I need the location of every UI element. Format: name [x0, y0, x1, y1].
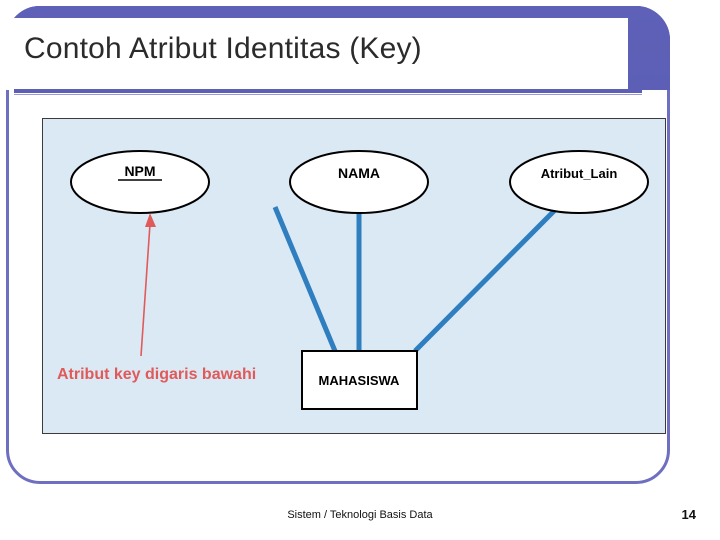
- footer-text: Sistem / Teknologi Basis Data: [287, 509, 433, 521]
- page-number: 14: [681, 507, 696, 522]
- entity-rect-mahasiswa[interactable]: [301, 350, 418, 410]
- page-title: Contoh Atribut Identitas (Key): [24, 32, 422, 65]
- attribute-ellipse-atribut-lain[interactable]: [509, 150, 649, 214]
- connector-atributlain-mahasiswa: [413, 207, 558, 353]
- title-divider: [14, 89, 642, 93]
- annotation-text: Atribut key digaris bawahi: [57, 366, 256, 383]
- attribute-ellipse-nama[interactable]: [289, 150, 429, 214]
- attribute-label-nama: NAMA: [338, 165, 380, 181]
- annotation-arrow-head-icon: [145, 213, 156, 227]
- diagram-panel: NPM NAMA Atribut_Lain MAHASISWA Atribut …: [42, 118, 666, 434]
- attribute-ellipse-npm[interactable]: [70, 150, 210, 214]
- title-divider-secondary: [14, 94, 642, 95]
- annotation-arrow-line: [140, 223, 151, 357]
- attribute-label-atribut-lain: Atribut_Lain: [541, 166, 618, 181]
- entity-label-mahasiswa: MAHASISWA: [319, 373, 401, 388]
- attribute-label-npm: NPM: [124, 163, 155, 179]
- connector-npm-mahasiswa: [272, 206, 338, 352]
- er-diagram-svg: NPM NAMA Atribut_Lain MAHASISWA Atribut …: [57, 150, 649, 410]
- title-white-overlay: [6, 18, 628, 90]
